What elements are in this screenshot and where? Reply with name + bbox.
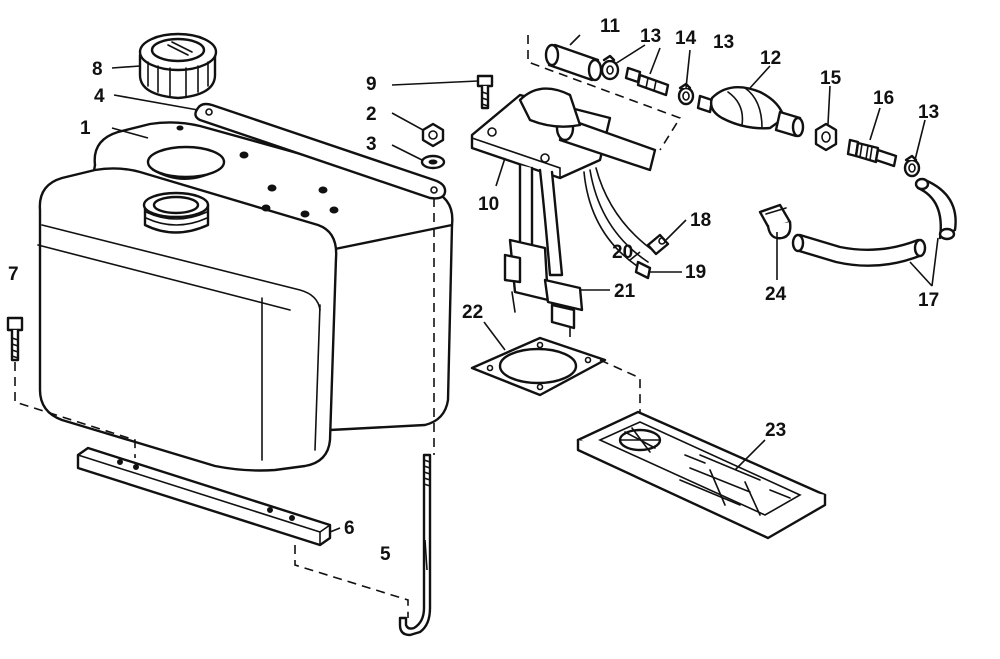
callout-10: 10 — [478, 194, 499, 215]
callout-2: 2 — [366, 104, 377, 125]
callout-labels: 1 2 3 4 5 6 7 8 9 10 11 12 13 13 13 14 1… — [8, 16, 939, 565]
nut-2 — [421, 122, 445, 148]
connector-16 — [846, 138, 898, 168]
callout-11: 11 — [600, 16, 621, 37]
clamp-13c — [903, 154, 921, 178]
fitting-14 — [624, 66, 670, 97]
clamp-13b — [677, 82, 695, 106]
hook-rod-5 — [398, 453, 432, 637]
primer-bulb-12 — [696, 86, 805, 138]
callout-15: 15 — [820, 68, 842, 89]
callout-17: 17 — [918, 290, 939, 311]
callout-16: 16 — [873, 88, 894, 109]
bracket-6 — [76, 446, 332, 547]
callout-19: 19 — [685, 262, 706, 283]
assembly-lines — [14, 35, 682, 618]
callout-22: 22 — [462, 302, 483, 323]
nut-15 — [814, 122, 838, 152]
callout-21: 21 — [614, 281, 636, 302]
tank-strap — [194, 102, 447, 200]
callout-20: 20 — [612, 242, 633, 263]
callout-13b: 13 — [713, 32, 734, 53]
filter-23 — [576, 410, 827, 540]
callout-13a: 13 — [640, 26, 661, 47]
callout-1: 1 — [80, 118, 91, 139]
callout-6: 6 — [344, 518, 355, 539]
hose-clamp-24 — [758, 203, 792, 240]
sender-wires — [583, 167, 670, 280]
callout-8: 8 — [92, 59, 103, 80]
bolt-7 — [6, 316, 24, 362]
hose-17 — [791, 177, 957, 267]
sleeve-11 — [544, 43, 603, 82]
callout-14: 14 — [675, 28, 697, 49]
callout-12: 12 — [760, 48, 781, 69]
callout-7: 7 — [8, 264, 19, 285]
callout-24: 24 — [765, 284, 787, 305]
gasket-22 — [470, 336, 607, 397]
callout-18: 18 — [690, 210, 711, 231]
bolt-9 — [476, 74, 494, 110]
fuel-pickup-unit — [470, 87, 657, 330]
callout-5: 5 — [380, 544, 391, 565]
callout-9: 9 — [366, 74, 377, 95]
callout-3: 3 — [366, 134, 377, 155]
clamp-13a — [600, 54, 620, 81]
callout-23: 23 — [765, 420, 786, 441]
leader-lines — [111, 34, 939, 571]
callout-13c: 13 — [918, 102, 939, 123]
fuel-tank — [37, 121, 454, 472]
washer-3 — [420, 154, 446, 170]
fuel-cap — [138, 32, 218, 100]
callout-4: 4 — [94, 86, 105, 107]
